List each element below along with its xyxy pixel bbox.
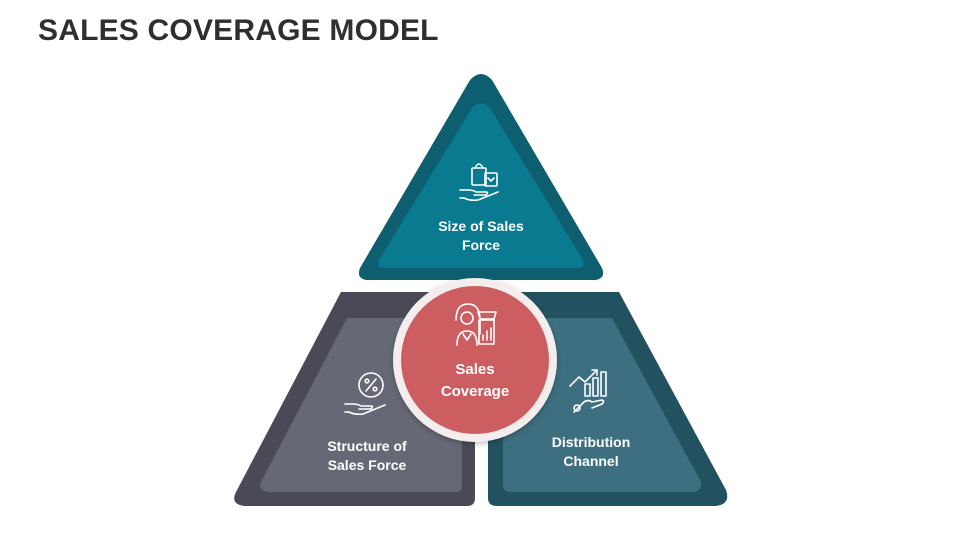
- segment-right-label-line1: Distribution: [552, 434, 631, 450]
- segment-left-label-line1: Structure of: [327, 438, 407, 454]
- segment-top-label-line1: Size of Sales: [438, 218, 524, 234]
- center-circle: [401, 286, 549, 434]
- center-label-line2: Coverage: [441, 383, 509, 400]
- hand-percent-icon: [344, 372, 386, 416]
- hand-shopping-bags-icon: [459, 163, 499, 202]
- page-title: SALES COVERAGE MODEL: [38, 14, 439, 47]
- segment-right-label-line2: Channel: [563, 453, 618, 469]
- segment-top-label-line2: Force: [462, 237, 500, 253]
- center-label-line1: Sales: [455, 361, 494, 378]
- segment-top: Size of Sales Force: [358, 74, 604, 280]
- segment-left-label-line2: Sales Force: [328, 457, 407, 473]
- saleswoman-store-icon: [455, 303, 497, 346]
- hand-growth-chart-icon: [569, 369, 607, 413]
- center-hub: Sales Coverage: [393, 278, 557, 442]
